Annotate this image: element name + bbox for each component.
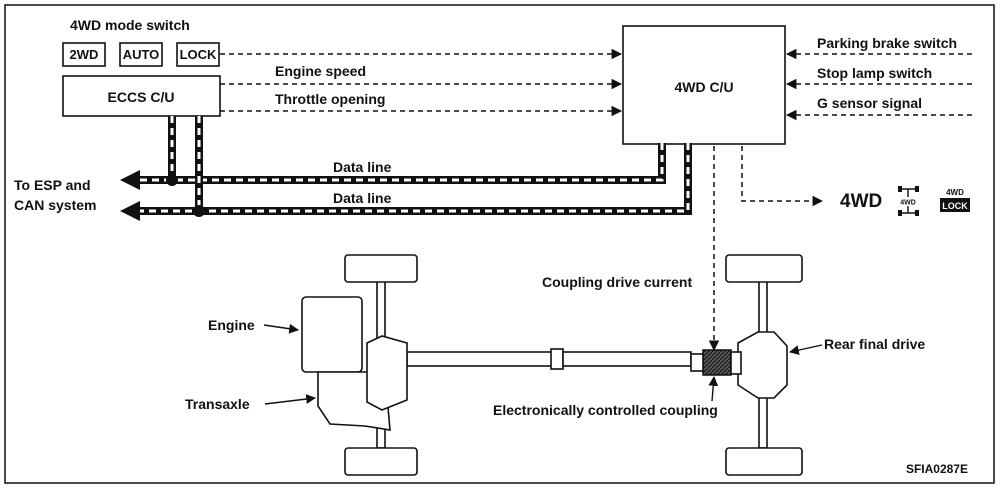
- transaxle: [317, 335, 408, 431]
- engine-callout: [263, 323, 299, 334]
- mode-switch-title: 4WD mode switch: [70, 17, 190, 33]
- g-sensor-label: G sensor signal: [817, 95, 922, 111]
- 4wd-lock-indicator-icon: 4WD LOCK: [940, 188, 970, 212]
- svg-text:4WD: 4WD: [900, 200, 916, 207]
- propeller-shaft: [406, 348, 692, 370]
- data-line-1: [120, 116, 666, 190]
- engine-speed-label: Engine speed: [275, 63, 366, 79]
- indicator-signal-line: [741, 146, 824, 207]
- svg-text:4WD C/U: 4WD C/U: [674, 79, 733, 95]
- indicator-4wd-text: 4WD: [840, 191, 882, 212]
- transaxle-callout: [264, 394, 316, 405]
- mode-button-auto: AUTO: [119, 42, 163, 67]
- figure-code: SFIA0287E: [906, 462, 968, 476]
- rear-final-drive: [737, 331, 788, 399]
- transaxle-label: Transaxle: [185, 396, 250, 412]
- throttle-opening-label: Throttle opening: [275, 91, 385, 107]
- coupling-callout: [708, 376, 719, 402]
- mode-button-lock: LOCK: [176, 42, 220, 67]
- 4wd-control-unit: 4WD C/U: [622, 25, 786, 145]
- coupling-label: Electronically controlled coupling: [493, 402, 718, 418]
- coupling-current-label: Coupling drive current: [542, 274, 692, 290]
- svg-text:ECCS C/U: ECCS C/U: [108, 89, 175, 105]
- electronically-controlled-coupling: [690, 349, 742, 376]
- data-line-label-2: Data line: [333, 190, 392, 206]
- stop-lamp-label: Stop lamp switch: [817, 65, 932, 81]
- can-target-label-line2: CAN system: [14, 197, 96, 213]
- svg-text:2WD: 2WD: [70, 47, 99, 62]
- mode-button-2wd: 2WD: [62, 42, 106, 67]
- svg-text:4WD: 4WD: [946, 188, 964, 197]
- svg-text:LOCK: LOCK: [180, 47, 217, 62]
- data-line-2: [120, 116, 692, 221]
- eccs-control-unit: ECCS C/U: [62, 75, 221, 117]
- engine-label: Engine: [208, 317, 255, 333]
- svg-text:AUTO: AUTO: [123, 47, 160, 62]
- 4wd-indicator-icon: 4WD: [898, 186, 919, 216]
- figure-border: [4, 4, 995, 484]
- parking-brake-label: Parking brake switch: [817, 35, 957, 51]
- engine: [301, 296, 363, 373]
- can-target-label-line1: To ESP and: [14, 177, 91, 193]
- svg-text:LOCK: LOCK: [942, 201, 968, 211]
- data-line-label-1: Data line: [333, 159, 392, 175]
- rear-final-drive-callout: [789, 344, 823, 355]
- rear-final-drive-label: Rear final drive: [824, 336, 925, 352]
